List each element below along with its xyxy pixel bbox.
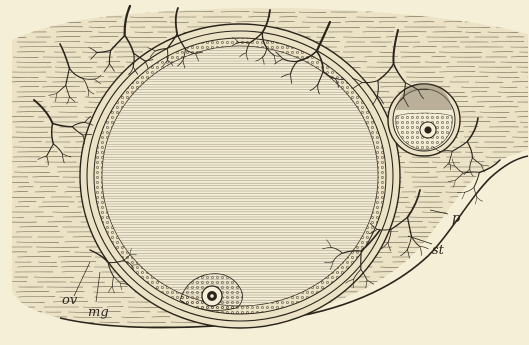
label-st: st [432, 243, 445, 258]
label-ov: ov [62, 293, 78, 308]
large-follicle [80, 24, 400, 328]
small-follicle [388, 84, 460, 156]
label-mg: mg [88, 305, 109, 320]
label-p: p [452, 211, 461, 226]
